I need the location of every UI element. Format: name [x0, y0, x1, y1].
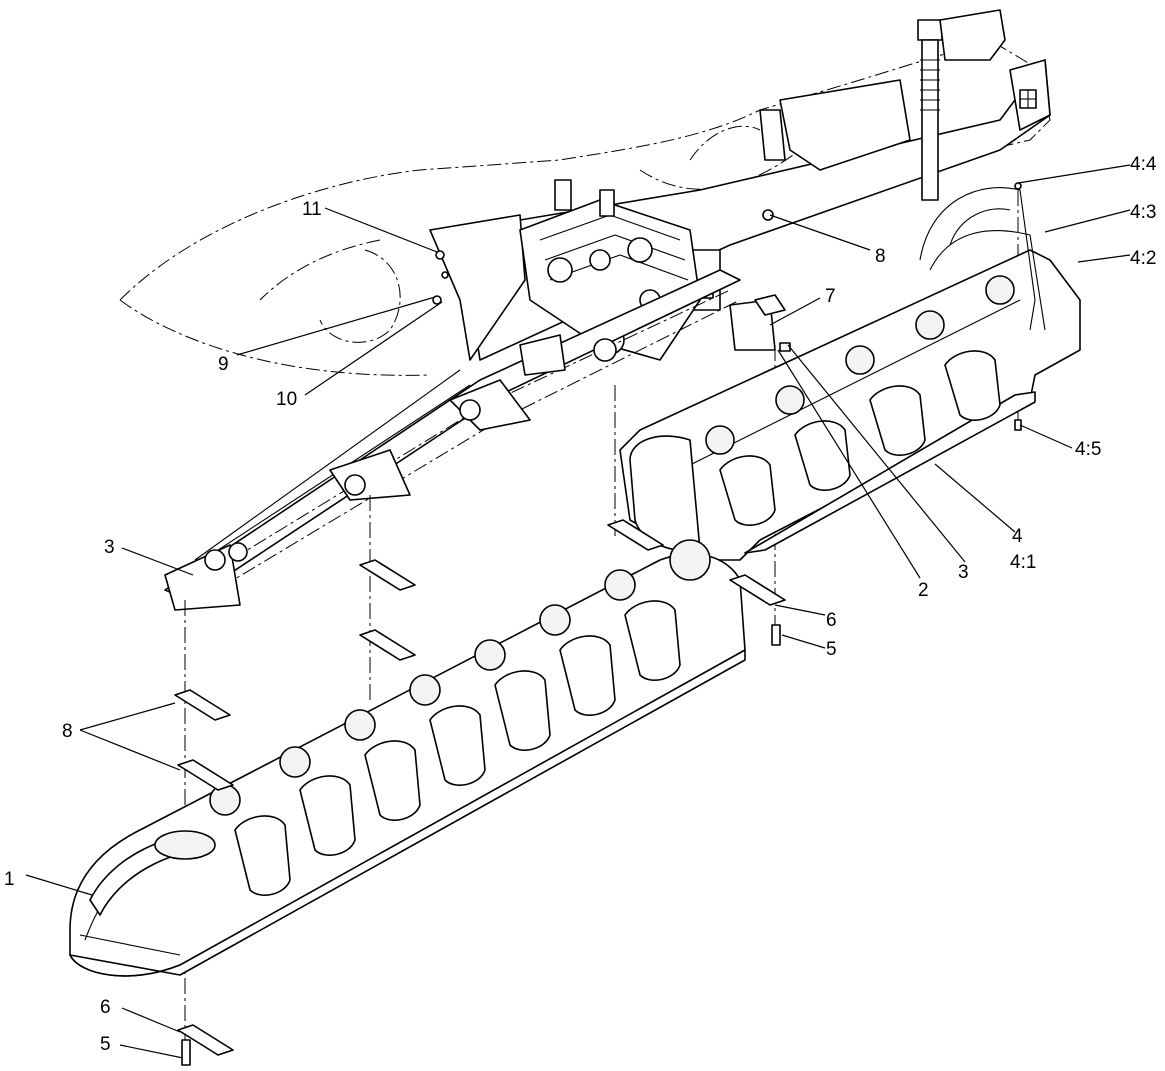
- callout-6-left: 6: [100, 997, 111, 1018]
- callout-leaders: [25, 164, 1131, 1059]
- callout-4-3: 4:3: [1130, 202, 1156, 223]
- callout-8-left: 8: [62, 721, 73, 742]
- spray-boom-arm: [164, 269, 741, 611]
- callout-4-2: 4:2: [1130, 248, 1156, 269]
- strap-plates: [174, 294, 786, 1056]
- callout-6-right: 6: [826, 610, 837, 631]
- callout-10: 10: [276, 389, 297, 410]
- callout-11: 11: [302, 199, 322, 220]
- callout-9: 9: [218, 354, 229, 375]
- callout-5-left: 5: [100, 1034, 111, 1055]
- screw-fasteners: [181, 182, 1022, 1066]
- callout-7: 7: [825, 286, 836, 307]
- callout-4: 4: [1012, 526, 1023, 547]
- callout-1: 1: [4, 869, 15, 890]
- callout-4-1: 4:1: [1010, 552, 1036, 573]
- right-shroud-assembly: [619, 187, 1081, 561]
- callout-5-right: 5: [826, 639, 837, 660]
- callout-3-left: 3: [104, 537, 115, 558]
- callout-4-4: 4:4: [1130, 154, 1157, 175]
- callout-labels: 11 9 10 8 7 4:4 4:3 4:2 4:5 4 4:1 3 2 6 …: [4, 154, 1157, 1055]
- callout-2: 2: [918, 580, 929, 601]
- callout-4-5: 4:5: [1075, 439, 1101, 460]
- callout-3-right: 3: [958, 562, 969, 583]
- main-lower-shroud: [69, 539, 746, 977]
- callout-8-top: 8: [875, 246, 886, 267]
